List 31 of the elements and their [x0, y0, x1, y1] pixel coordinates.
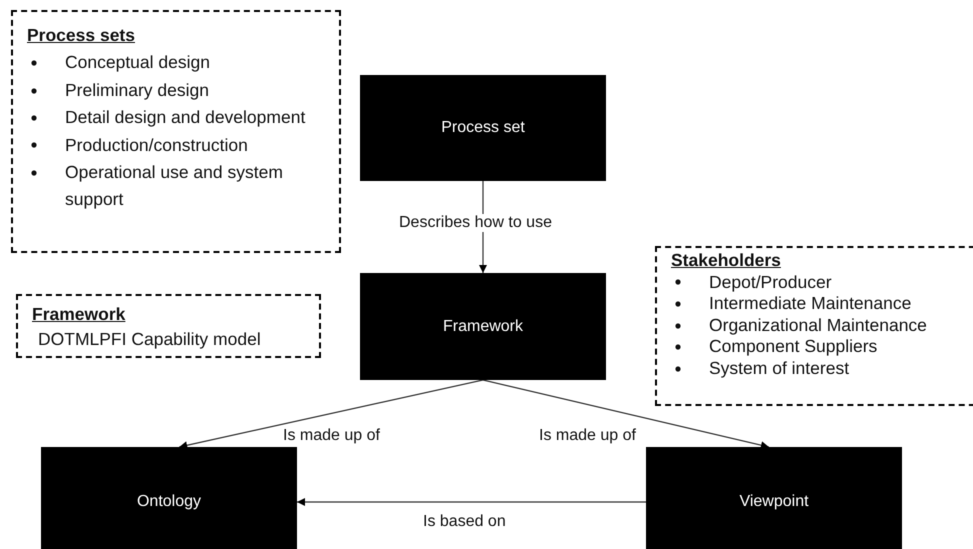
list-item: System of interest: [709, 358, 850, 380]
arrow: [482, 379, 770, 450]
note-box: [11, 10, 341, 253]
box-label: Ontology: [136, 493, 202, 511]
list-item: Operational use and system support: [65, 161, 284, 212]
process-box: [646, 447, 902, 549]
note-heading: Process sets: [27, 24, 136, 47]
note-box: [16, 294, 321, 358]
list-item: Conceptual design: [65, 51, 210, 74]
note-heading: Stakeholders: [671, 250, 782, 272]
list-item: Production/construction: [65, 134, 248, 157]
note-box: [655, 246, 973, 406]
arrow: [179, 379, 484, 450]
list-item: Depot/Producer: [709, 272, 832, 294]
list-item: Detail design and development: [65, 106, 306, 130]
list-item: Organizational Maintenance: [709, 314, 927, 336]
list-item: Preliminary design: [65, 78, 209, 102]
process-box: [360, 273, 606, 380]
edge-label: Is made up of: [281, 427, 382, 445]
process-box: [360, 75, 606, 181]
note-heading: Framework: [32, 303, 126, 326]
box-label: Framework: [442, 318, 523, 336]
note-text: DOTMLPFI Capability model: [37, 328, 262, 351]
list-item: Component Suppliers: [709, 336, 878, 358]
list-item: Intermediate Maintenance: [709, 293, 912, 315]
edge-label: Describes how to use: [397, 214, 554, 232]
box-label: Process set: [441, 119, 525, 137]
box-label: Viewpoint: [739, 493, 809, 511]
arrow: [297, 498, 646, 506]
process-box: [41, 447, 297, 549]
edge-label: Is made up of: [537, 427, 638, 445]
